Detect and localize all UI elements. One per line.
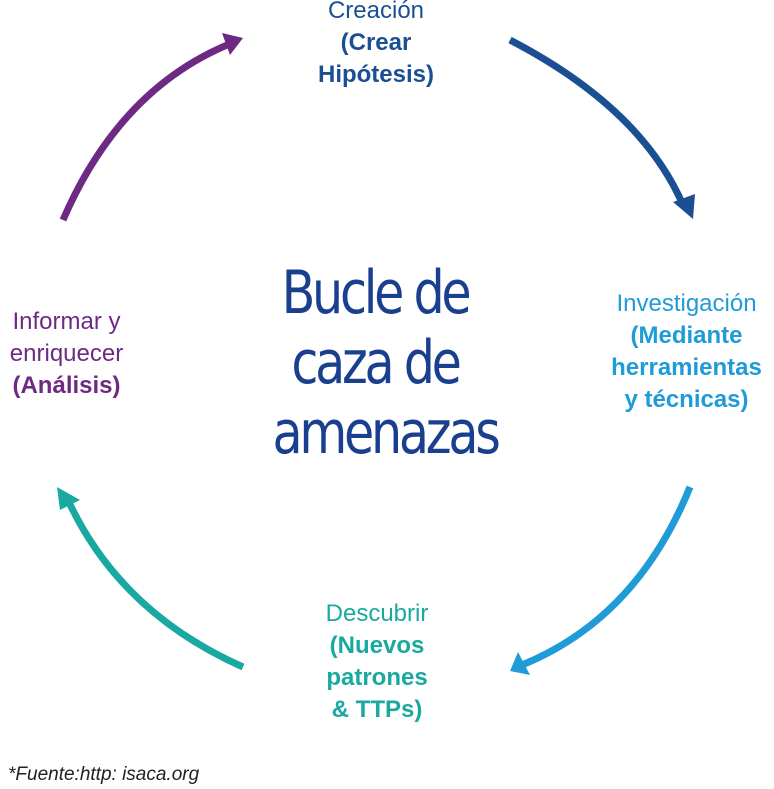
center-title-line-1: Bucle de [281, 258, 472, 328]
node-creation: Creación (Crear Hipótesis) [276, 0, 476, 91]
center-title: Bucle de caza de amenazas [272, 258, 501, 468]
node-creation-title: Creación [327, 0, 425, 24]
arrow-investigation-to-discovery [520, 485, 694, 669]
node-creation-detail-1: (Crear [340, 29, 412, 56]
arrowhead-inform-to-creation [222, 33, 243, 55]
node-investigation: Investigación (Mediante herramientas y t… [594, 288, 774, 416]
arrowhead-creation-to-investigation [673, 194, 695, 219]
center-title-line-2: caza de [291, 328, 462, 398]
node-discovery: Descubrir (Nuevos patrones & TTPs) [277, 598, 477, 726]
node-investigation-detail-2: herramientas [611, 354, 762, 381]
arrowhead-investigation-to-discovery [510, 652, 530, 675]
arrow-creation-to-investigation [508, 36, 687, 207]
node-inform-detail: (Análisis) [12, 372, 121, 399]
node-investigation-detail-1: (Mediante [630, 322, 743, 349]
node-investigation-detail-3: y técnicas) [624, 386, 749, 413]
node-discovery-title: Descubrir [325, 600, 429, 627]
node-discovery-detail-1: (Nuevos [329, 632, 425, 659]
center-title-line-3: amenazas [272, 398, 501, 468]
node-discovery-detail-2: patrones [326, 664, 428, 691]
node-inform-title-1: Informar y [12, 308, 121, 335]
node-inform: Informar y enriquecer (Análisis) [0, 306, 135, 402]
node-creation-detail-2: Hipótesis) [317, 61, 434, 88]
source-note: *Fuente:http: isaca.org [8, 764, 200, 785]
node-investigation-title: Investigación [616, 290, 757, 317]
node-inform-title-2: enriquecer [9, 340, 124, 367]
arrow-inform-to-creation [59, 39, 234, 222]
arrowhead-discovery-to-inform [57, 487, 80, 510]
arrow-discovery-to-inform [63, 496, 245, 671]
node-discovery-detail-3: & TTPs) [331, 696, 423, 723]
